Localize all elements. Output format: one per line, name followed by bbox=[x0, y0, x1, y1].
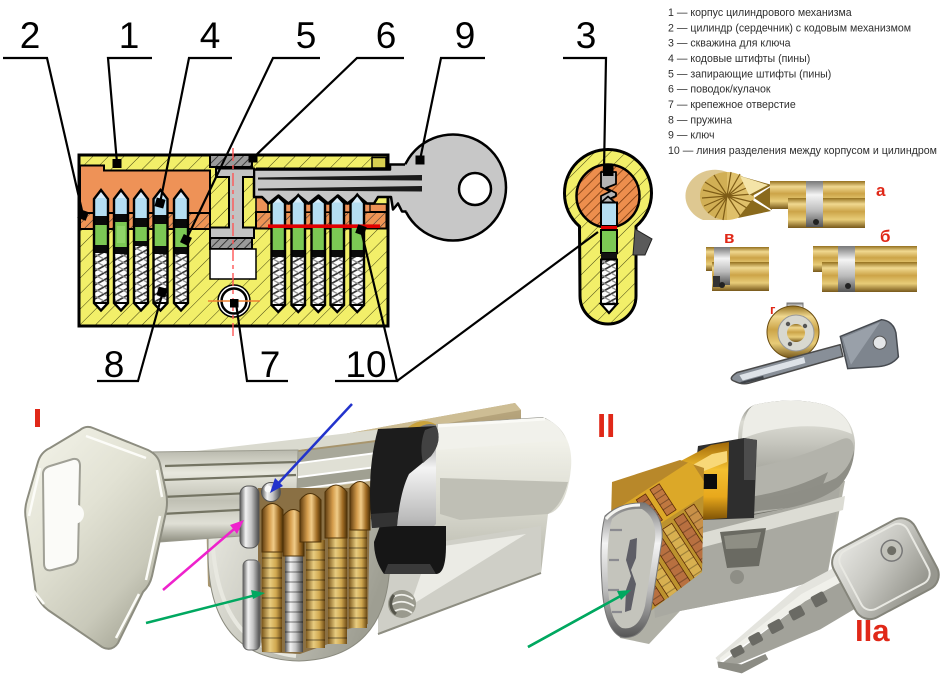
svg-text:IIa: IIa bbox=[855, 613, 890, 648]
svg-text:4: 4 bbox=[200, 15, 221, 56]
svg-text:7: 7 bbox=[260, 344, 281, 385]
svg-text:в: в bbox=[724, 228, 734, 247]
svg-text:1 — корпус цилиндрового механи: 1 — корпус цилиндрового механизма bbox=[668, 7, 852, 19]
svg-text:9: 9 bbox=[455, 15, 476, 56]
svg-text:9 — ключ: 9 — ключ bbox=[668, 130, 715, 142]
svg-text:б: б bbox=[880, 227, 891, 246]
svg-text:II: II bbox=[597, 407, 615, 444]
svg-text:1: 1 bbox=[119, 15, 140, 56]
svg-text:6: 6 bbox=[376, 15, 397, 56]
svg-text:2 — цилиндр (сердечник) с кодо: 2 — цилиндр (сердечник) с кодовым механи… bbox=[668, 22, 911, 34]
svg-text:8: 8 bbox=[104, 344, 125, 385]
svg-text:8 — пружина: 8 — пружина bbox=[668, 114, 732, 126]
svg-text:10 — линия разделения между ко: 10 — линия разделения между корпусом и ц… bbox=[668, 145, 937, 157]
svg-text:а: а bbox=[876, 181, 886, 200]
svg-text:4 — кодовые штифты (пины): 4 — кодовые штифты (пины) bbox=[668, 53, 810, 65]
svg-text:3: 3 bbox=[576, 15, 597, 56]
svg-text:10: 10 bbox=[345, 344, 386, 385]
svg-text:6 — поводок/кулачок: 6 — поводок/кулачок bbox=[668, 84, 771, 96]
svg-text:3 — скважина для ключа: 3 — скважина для ключа bbox=[668, 38, 791, 50]
svg-text:5 — запирающие штифты (пины): 5 — запирающие штифты (пины) bbox=[668, 68, 831, 80]
svg-text:2: 2 bbox=[20, 15, 41, 56]
svg-text:5: 5 bbox=[296, 15, 317, 56]
svg-text:7 — крепежное отверстие: 7 — крепежное отверстие bbox=[668, 99, 796, 111]
svg-text:г: г bbox=[770, 302, 776, 317]
